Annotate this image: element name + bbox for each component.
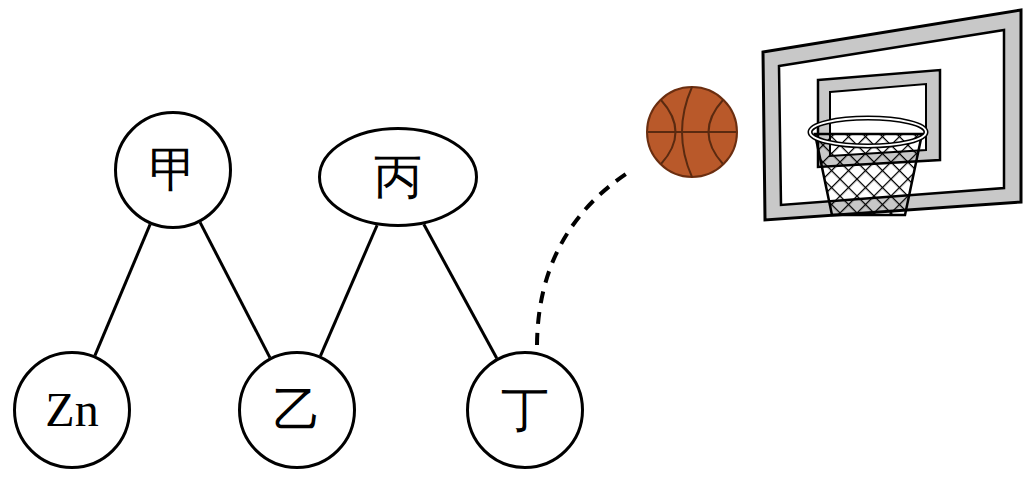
connector-line [424, 224, 497, 358]
node-shape: 乙 [238, 351, 356, 469]
basketball [647, 87, 737, 177]
node-label: Zn [45, 386, 98, 434]
node-shape: 丁 [466, 351, 584, 469]
node-shape: 丙 [318, 127, 478, 227]
hoop [763, 10, 1021, 220]
node-shape: Zn [13, 351, 131, 469]
node-label: 丁 [501, 386, 549, 434]
node-label: 甲 [149, 146, 197, 194]
ball-path [537, 170, 632, 345]
connector-line [320, 225, 377, 356]
node-label: 丙 [374, 153, 422, 201]
node-shape: 甲 [114, 111, 232, 229]
connector-line [200, 222, 270, 357]
connector-line [95, 224, 150, 355]
node-label: 乙 [273, 386, 321, 434]
